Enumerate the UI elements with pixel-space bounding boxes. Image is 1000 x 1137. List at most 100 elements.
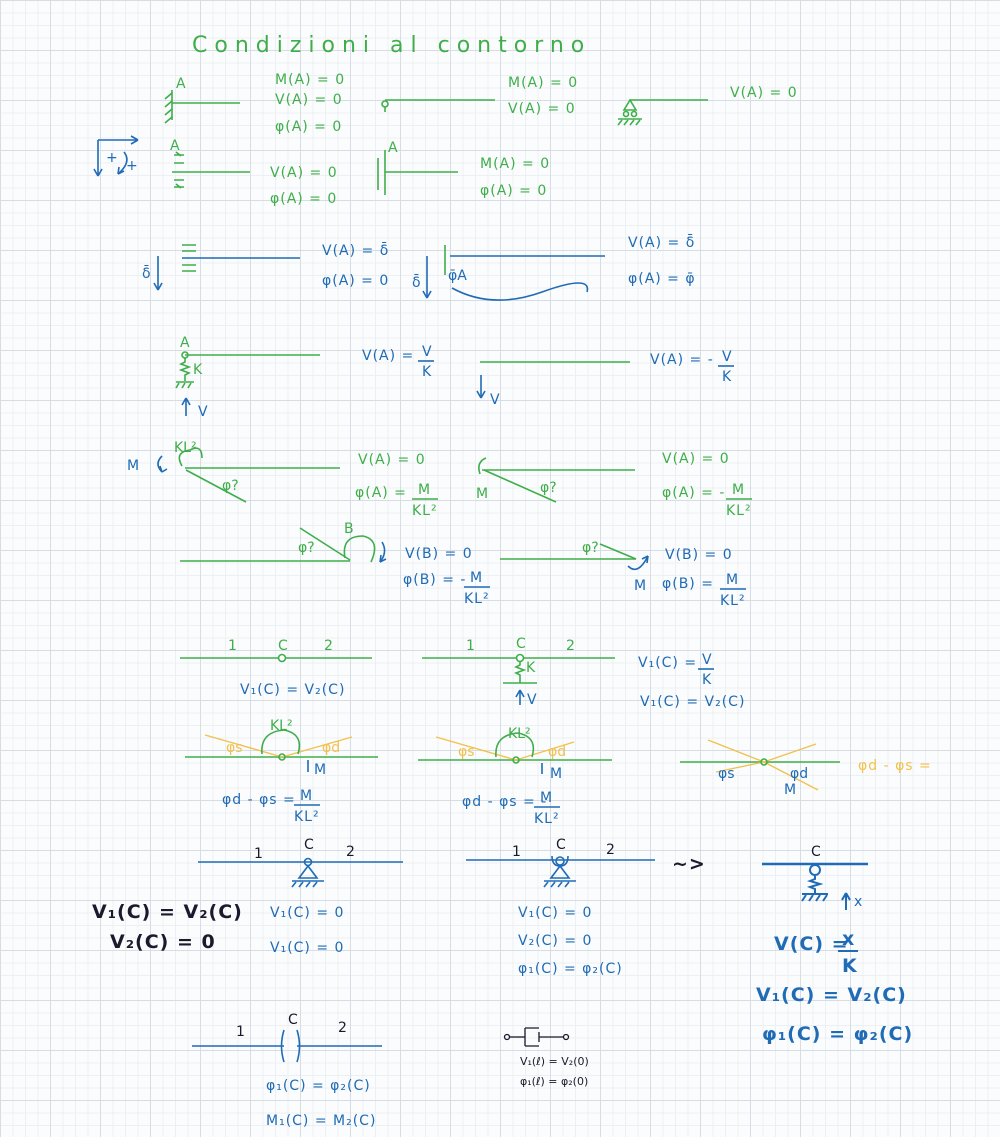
internal-hinge-diagram: 1 C 2 <box>180 638 372 663</box>
hinge-support-diagram <box>381 99 495 112</box>
label-phi-1: φs <box>718 766 735 782</box>
spring-support-c-diagram: C x <box>762 844 868 910</box>
big-eq-num: x <box>842 928 855 950</box>
transition-arrow: ~> <box>672 853 706 875</box>
label-phi-s: φs <box>226 740 243 756</box>
rot-hinge-right-num: M <box>540 790 553 806</box>
sleeve-c-eq-1: φ₁(C) = φ₂(C) <box>266 1078 371 1094</box>
label-phi-q-4: φ? <box>582 540 599 556</box>
label-k: K <box>193 362 203 378</box>
rot-spring-end-b-diagram: B φ? <box>180 521 387 563</box>
rot-spring-left-diagram: KL² φ? M <box>127 440 340 503</box>
fixed-eq-1: M(A) = 0 <box>275 72 345 88</box>
fixed-support-diagram: A <box>164 76 240 124</box>
spring-support-diagram: A K V <box>175 335 320 420</box>
spring-hinge-den: K <box>702 672 712 688</box>
support-hinged-eq-1: V₁(C) = 0 <box>518 905 592 921</box>
slider-eq-1: V(A) = 0 <box>270 165 338 181</box>
settlement-fixed-diagram: δ̄ φ̄A <box>412 245 605 301</box>
label-phi-2: φd <box>790 766 808 782</box>
settle-eq-1: V(A) = δ̄ <box>322 241 389 259</box>
rot-left-eq-1: V(A) = 0 <box>358 452 426 468</box>
spring-neg-den: K <box>722 369 732 385</box>
label-m-h1: M <box>314 762 326 778</box>
label-phi-q: φ? <box>222 478 239 494</box>
end-b-eq-2: φ(B) = - <box>403 572 466 588</box>
rot-load-end-b-diagram: φ? M <box>500 540 649 594</box>
rot-hinge-left-lhs: φd - φs = <box>222 792 296 808</box>
end-b-right-eq-1: V(B) = 0 <box>665 547 733 563</box>
plus-sign-2: + <box>126 158 138 174</box>
rot-right-eq-1: V(A) = 0 <box>662 451 730 467</box>
spring-hinge-eq-1: V₁(C) = <box>638 655 697 671</box>
slider-support-diagram: A <box>170 138 250 189</box>
spring-neg-num: V <box>722 349 733 365</box>
label-a: A <box>176 76 186 92</box>
internal-sleeve-diagram: 1 C 2 <box>192 1012 382 1063</box>
settle-rot-eq-2: φ(A) = φ̄ <box>628 271 696 287</box>
label-m-end-b: M <box>634 578 646 594</box>
sleeve-support-diagram: A <box>377 140 458 195</box>
label-2-3: 2 <box>346 844 355 860</box>
end-b-right-den: KL² <box>720 593 746 609</box>
label-c: C <box>278 638 288 654</box>
rot-left-eq-2: φ(A) = <box>355 485 407 501</box>
side-eq-1: V₁(C) = V₂(C) <box>92 901 243 923</box>
yellow-eq: φd - φs = <box>858 758 932 774</box>
label-b: B <box>344 521 354 537</box>
roller-support-diagram <box>617 98 708 126</box>
label-phi-d-2: φd <box>548 744 566 760</box>
rot-load-right-diagram: φ? M <box>476 457 635 503</box>
spring-hinge-num: V <box>702 652 713 668</box>
rot-right-eq-2: φ(A) = - <box>662 485 725 501</box>
fixed-eq-2: V(A) = 0 <box>275 92 343 108</box>
label-c-4: C <box>556 837 566 853</box>
hinge-eq-2: V(A) = 0 <box>508 101 576 117</box>
label-1-5: 1 <box>236 1024 245 1040</box>
label-m-h2: M <box>550 766 562 782</box>
spring-load-diagram: V <box>476 361 630 408</box>
label-x: x <box>854 894 863 910</box>
delta-label: δ̄ <box>142 264 151 282</box>
label-phi-d: φd <box>322 740 340 756</box>
label-m-left: M <box>127 458 139 474</box>
end-b-num: M <box>470 570 483 586</box>
pendulum-eq-2: φ₁(ℓ) = φ₂(0) <box>520 1075 588 1088</box>
sleeve-eq-2: φ(A) = 0 <box>480 183 547 199</box>
label-c-6: C <box>288 1012 298 1028</box>
label-m-h3: M <box>784 782 796 798</box>
spring-eq-num: V <box>422 344 433 360</box>
end-b-den: KL² <box>464 591 490 607</box>
fixed-eq-3: φ(A) = 0 <box>275 119 342 135</box>
settle-eq-2: φ(A) = 0 <box>322 273 389 289</box>
label-c-3: C <box>304 837 314 853</box>
label-a-3: A <box>388 140 398 156</box>
sign-convention-diagram: + + <box>93 135 139 177</box>
spring-eq-lhs: V(A) = <box>362 348 414 364</box>
label-1-2: 1 <box>466 638 475 654</box>
label-kl2: KL² <box>174 440 197 456</box>
support-eq-1: V₁(C) = 0 <box>270 905 344 921</box>
end-b-right-eq-2: φ(B) = <box>662 576 714 592</box>
rot-spring-hinge-right-diagram: KL² φs φd M <box>418 726 612 782</box>
page-title: Condizioni al contorno <box>192 33 591 58</box>
big-eq-2: V₁(C) = V₂(C) <box>756 984 907 1006</box>
settlement-slider-diagram: δ̄ <box>142 244 300 291</box>
rot-hinge-left-den: KL² <box>294 809 320 825</box>
rot-hinge-right-lhs: φd - φs = - <box>462 794 547 810</box>
big-eq-3: φ₁(C) = φ₂(C) <box>762 1023 913 1045</box>
hinge-c-eq: V₁(C) = V₂(C) <box>240 682 345 698</box>
spring-eq-den: K <box>422 364 432 380</box>
end-b-eq-1: V(B) = 0 <box>405 546 473 562</box>
double-pendulum-diagram <box>503 1027 570 1047</box>
side-eq-2: V₂(C) = 0 <box>110 931 216 953</box>
rot-right-den: KL² <box>726 503 752 519</box>
label-kl2-3: KL² <box>508 726 531 742</box>
label-1: 1 <box>228 638 237 654</box>
label-c-5: C <box>811 844 821 860</box>
label-phi-q-3: φ? <box>298 540 315 556</box>
internal-support-hinged-diagram: 1 C 2 <box>466 837 655 888</box>
spring-neg-lhs: V(A) = - <box>650 352 714 368</box>
free-hinge-yellow-diagram: φs φd M <box>680 739 840 798</box>
